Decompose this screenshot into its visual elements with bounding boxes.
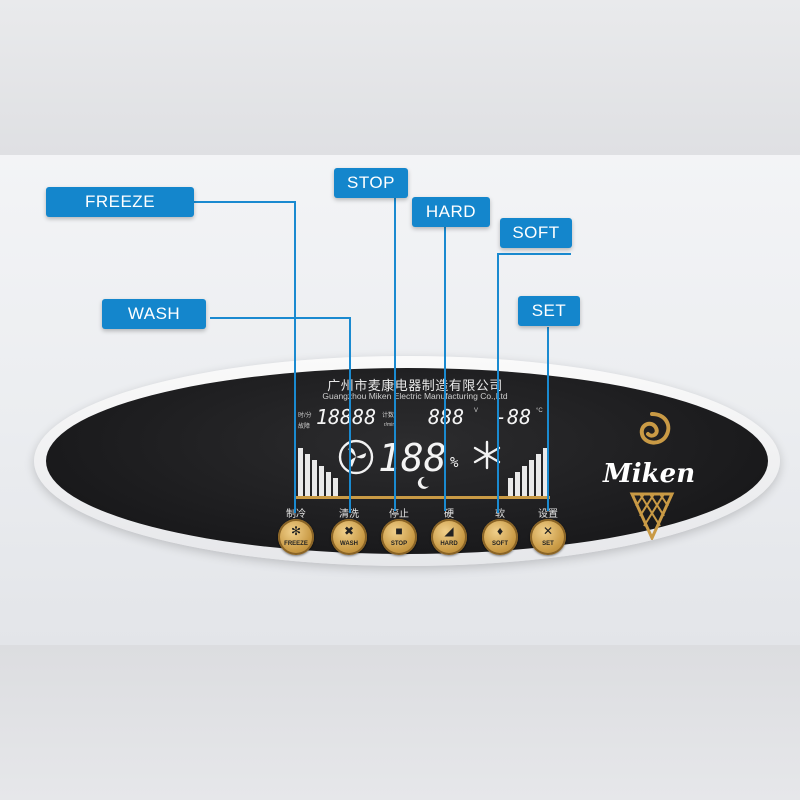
hard-label-cn: 硬 [444,509,454,520]
stop-callout[interactable]: STOP [334,168,408,198]
stop-label-cn: 停止 [389,509,409,520]
freeze-callout[interactable]: FREEZE [46,187,194,217]
brand-logo-text: Miken [603,459,696,489]
wash-callout[interactable]: WASH [102,299,206,329]
level-bar-graph [296,448,550,499]
temperature-value: -88 [495,405,532,429]
soft-label-cn: 软 [495,509,505,520]
background-top [0,0,800,155]
wash-label-cn: 清洗 [339,509,359,520]
set-button-label: SET [542,541,554,547]
counter-value: 888 [340,405,377,429]
voltage-value: 888 [428,405,465,429]
set-label-cn: 设置 [538,509,558,520]
cone-hard-icon: ◢ [444,524,454,538]
soft-button[interactable]: ♦ SOFT [482,519,518,555]
temperature-unit: °C [536,408,543,414]
background-bottom [0,645,800,800]
counter-label: 计数 [382,413,395,419]
hard-button-label: HARD [440,541,458,547]
snowflake-icon: ✻ [290,524,302,538]
fan-icon [338,439,374,475]
timer-label-top: 时/分 [298,413,312,419]
square-stop-icon: ■ [395,524,403,538]
rpm-label: r/min [384,422,396,428]
freeze-button[interactable]: ✻ FREEZE [278,519,314,555]
percent-value: 188 [378,436,447,480]
wash-button[interactable]: ✖ WASH [331,519,367,555]
set-button[interactable]: ✕ SET [530,519,566,555]
stop-leader-line [394,197,396,511]
freeze-leader-line [158,201,296,513]
stop-button-label: STOP [390,541,408,547]
hard-button[interactable]: ◢ HARD [431,519,467,555]
set-callout[interactable]: SET [518,296,580,326]
timer-label-bottom: 故障 [298,424,311,430]
company-name-en: Guangzhou Miken Electric Manufacturing C… [322,391,508,401]
snowflake-icon [473,440,501,470]
moon-icon [417,476,429,489]
hard-callout[interactable]: HARD [412,197,490,227]
soft-callout[interactable]: SOFT [500,218,572,248]
wash-button-label: WASH [340,541,358,547]
percent-unit: % [450,455,459,471]
timer-value: 18 [316,405,341,429]
ice-cream-cone-icon [629,412,675,540]
voltage-unit: V [474,408,479,414]
company-name-cn: 广州市麦康电器制造有限公司 [327,378,503,393]
freeze-button-label: FREEZE [284,541,308,547]
freeze-label-cn: 制冷 [286,509,306,520]
soft-button-label: SOFT [492,541,508,547]
fan-icon: ✖ [343,524,355,538]
tools-icon: ✕ [542,524,554,538]
set-leader-line [547,327,549,511]
wash-leader-line [210,317,351,513]
cone-soft-icon: ♦ [496,524,504,538]
soft-leader-line [497,253,571,513]
stop-button[interactable]: ■ STOP [381,519,417,555]
hard-leader-line [444,226,446,511]
